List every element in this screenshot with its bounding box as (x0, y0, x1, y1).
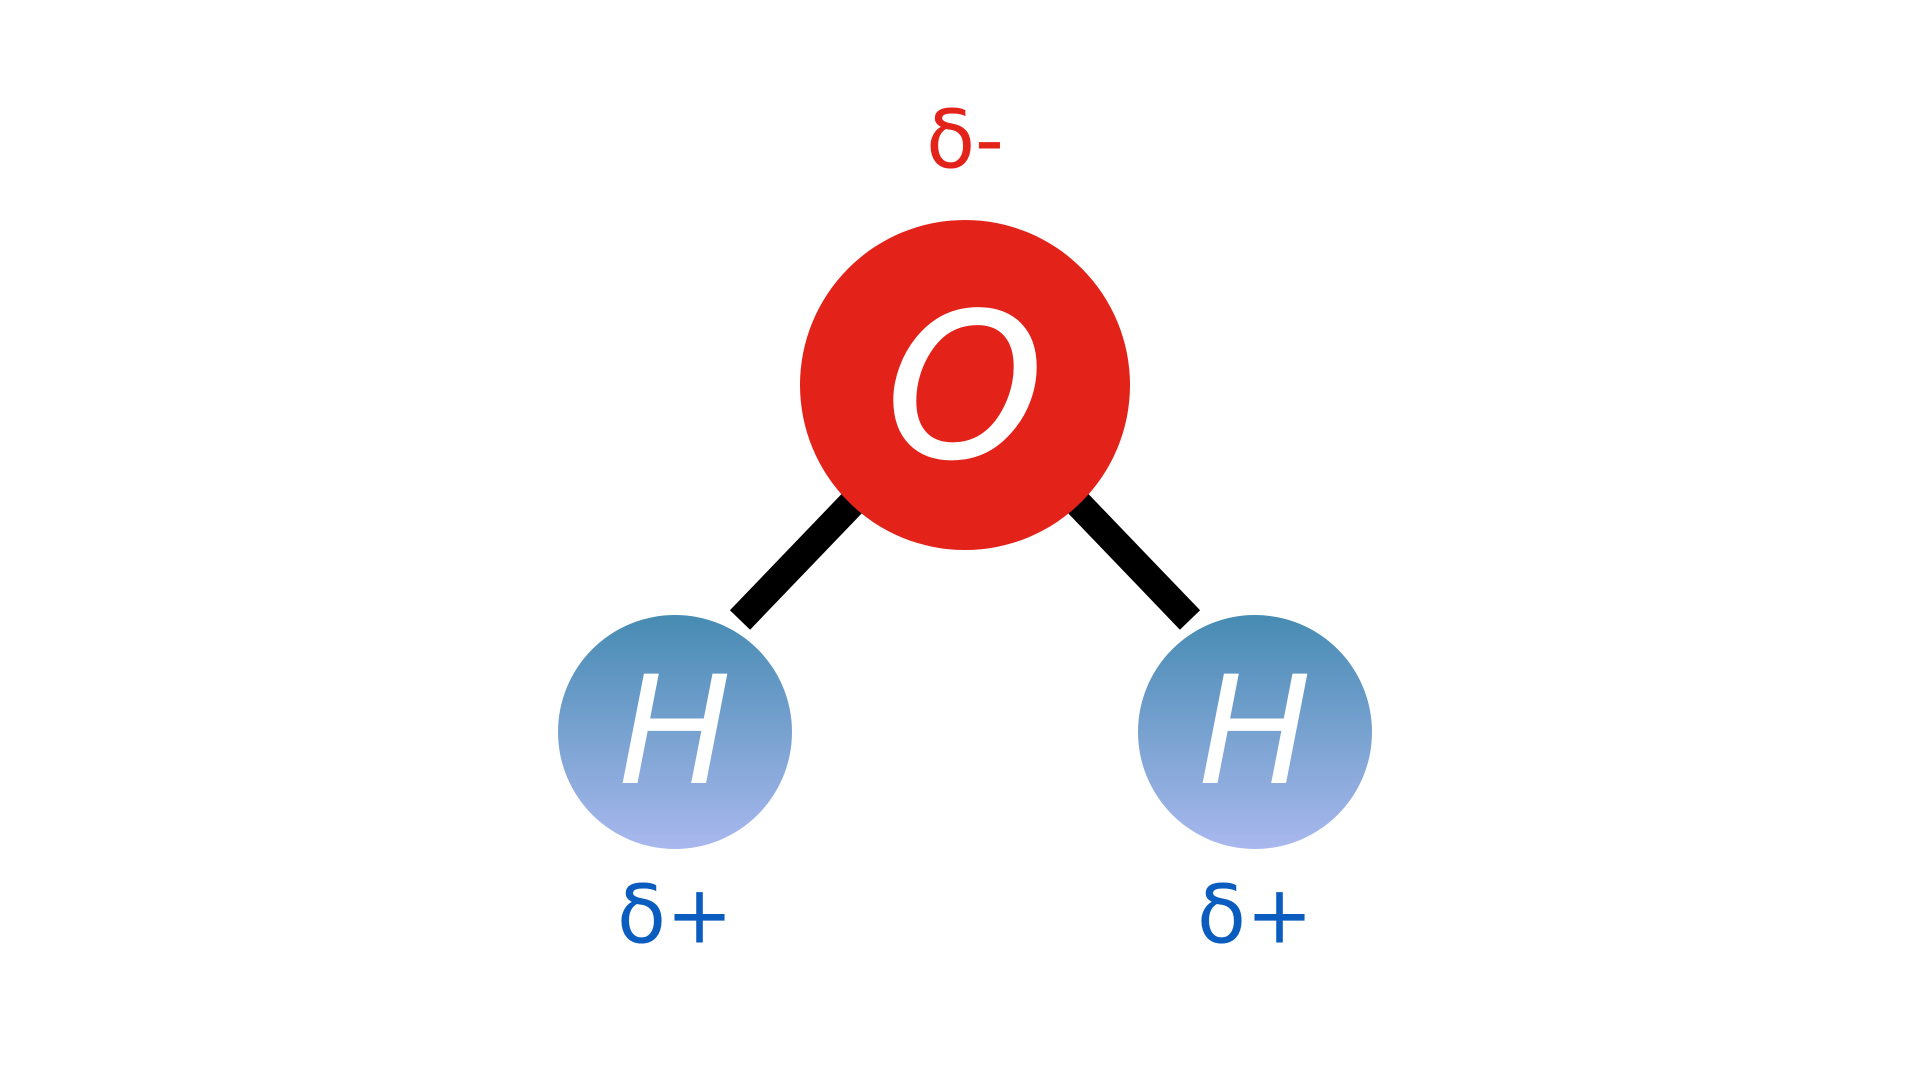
bond-left (729, 485, 871, 630)
hydrogen-right-partial-charge: δ+ (1197, 869, 1313, 962)
bond-right (1059, 485, 1201, 630)
hydrogen-atom-right (1138, 615, 1372, 849)
hydrogen-left-partial-charge: δ+ (617, 869, 733, 962)
hydrogen-left-symbol: H (619, 645, 732, 819)
oxygen-atom (800, 220, 1130, 550)
oxygen-partial-charge: δ- (926, 94, 1004, 187)
oxygen-symbol: O (886, 272, 1043, 505)
hydrogen-atom-left (558, 615, 792, 849)
hydrogen-right-symbol: H (1199, 645, 1312, 819)
